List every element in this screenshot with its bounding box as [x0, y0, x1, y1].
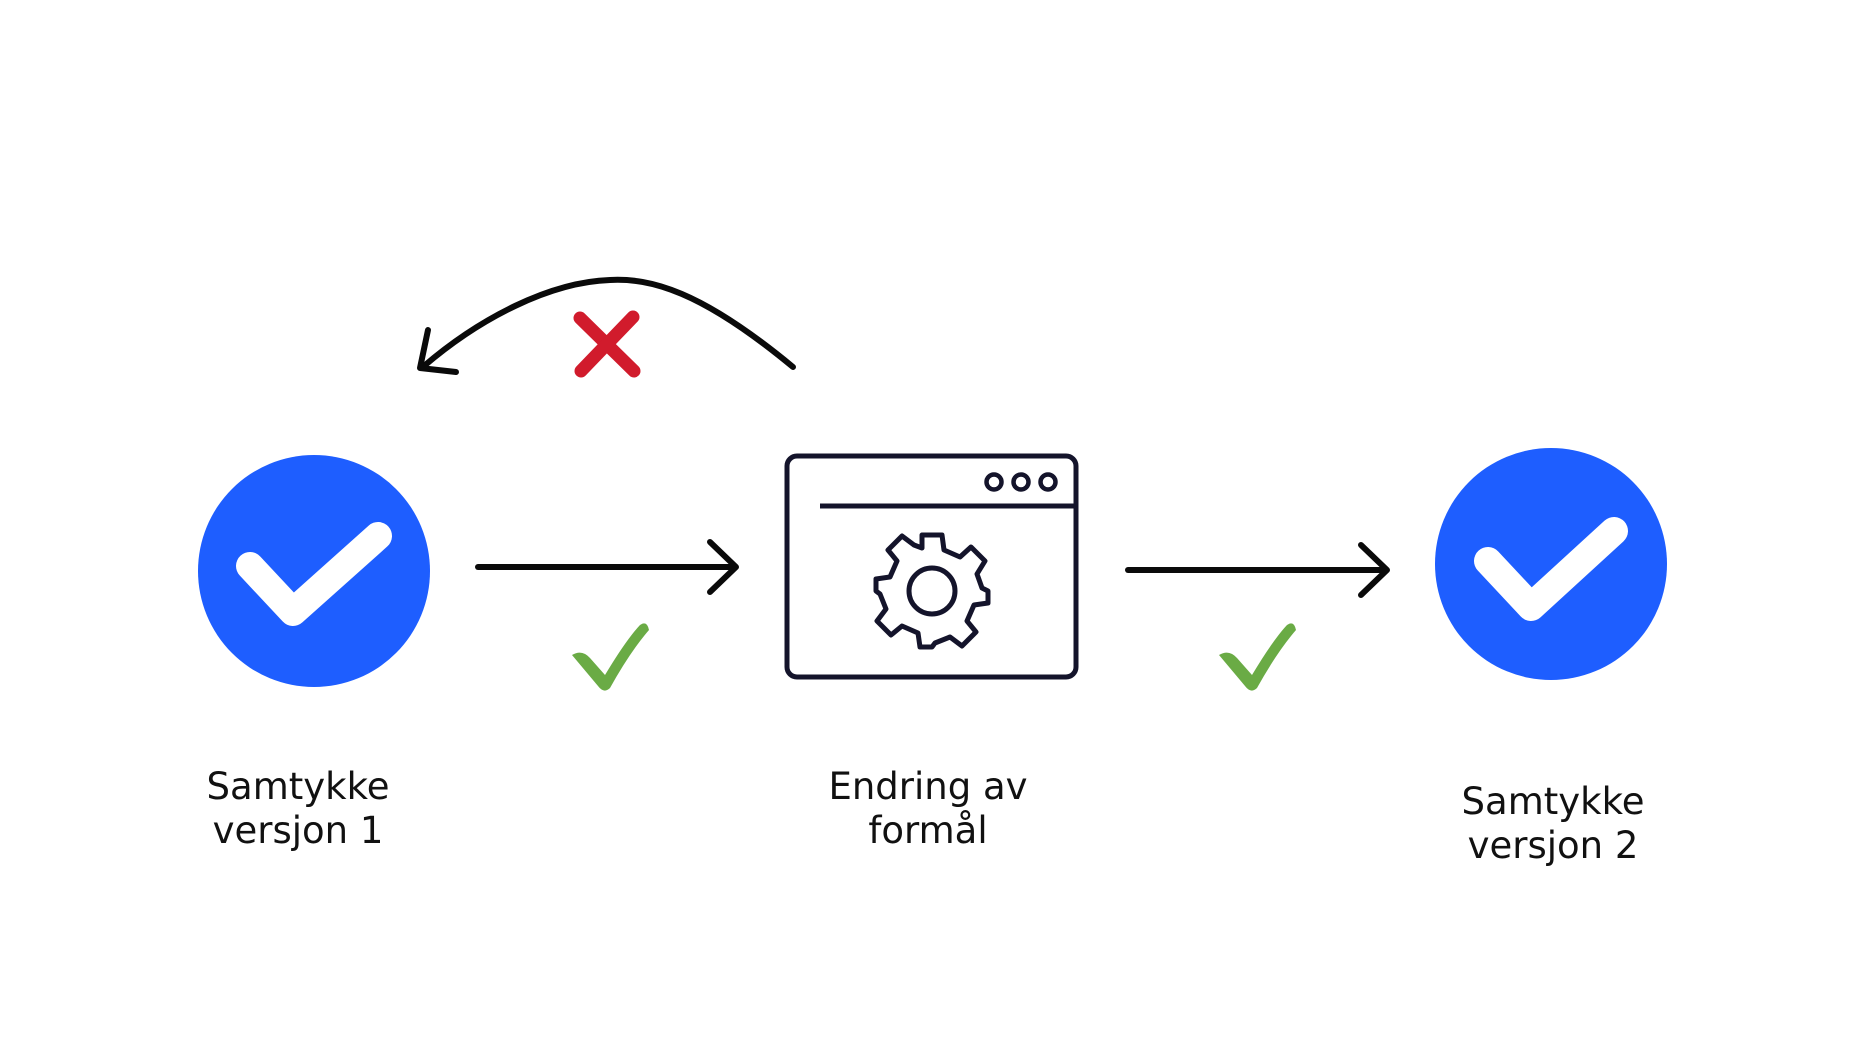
check-circle-icon [1435, 448, 1667, 680]
forward-arrow [475, 539, 739, 595]
label-line: versjon 2 [1467, 824, 1639, 867]
label-line: Endring av [828, 765, 1028, 808]
cross-icon [573, 310, 641, 378]
forward-arrow [1125, 542, 1390, 598]
check-mark-icon [1219, 623, 1296, 691]
change-of-purpose-label: Endring av formål [768, 765, 1088, 853]
label-line: formål [868, 809, 988, 852]
label-line: Samtykke [1461, 780, 1645, 823]
consent-version-1-label: Samtykke versjon 1 [138, 765, 458, 853]
label-line: Samtykke [206, 765, 390, 808]
back-arrow [417, 276, 796, 375]
gear-icon [873, 532, 991, 650]
label-line: versjon 1 [212, 809, 384, 852]
consent-version-2-label: Samtykke versjon 2 [1393, 780, 1713, 868]
check-circle-icon [198, 455, 430, 687]
browser-settings-icon [784, 453, 1079, 680]
check-mark-icon [572, 623, 649, 691]
